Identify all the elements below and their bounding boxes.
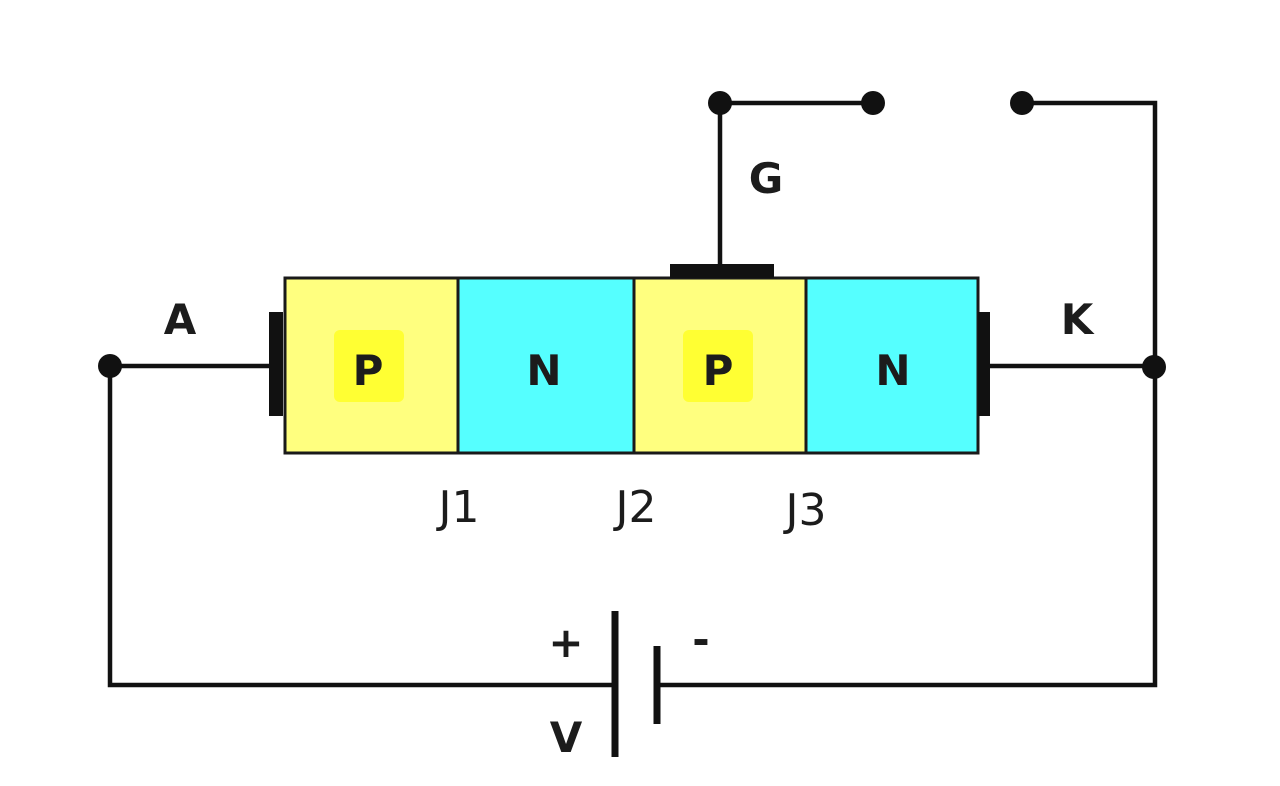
region-label-p1: P bbox=[353, 346, 384, 395]
cathode-contact bbox=[978, 312, 990, 416]
thyristor-bar: P N P N bbox=[283, 276, 980, 455]
switch-right-contact bbox=[1010, 91, 1034, 115]
region-label-p2: P bbox=[703, 346, 734, 395]
anode-node bbox=[98, 354, 122, 378]
battery-minus-label: - bbox=[692, 615, 709, 664]
gate-wire bbox=[717, 100, 876, 271]
gate-top-node bbox=[708, 91, 732, 115]
cathode-node bbox=[1142, 355, 1166, 379]
junction-label-j1: J1 bbox=[436, 482, 480, 533]
left-return-wire bbox=[107, 363, 615, 688]
junction-label-j3: J3 bbox=[783, 485, 827, 536]
right-return-wire bbox=[655, 363, 1158, 688]
gate-label: G bbox=[749, 154, 783, 203]
anode-contact bbox=[269, 312, 283, 416]
junction-label-j2: J2 bbox=[613, 482, 657, 533]
battery-plus-label: + bbox=[548, 618, 583, 667]
battery-voltage-label: V bbox=[550, 713, 583, 762]
region-n1 bbox=[456, 276, 636, 455]
anode-label: A bbox=[164, 295, 197, 344]
cathode-upper-wire bbox=[1019, 100, 1158, 369]
gate-contact bbox=[670, 264, 774, 278]
region-label-n2: N bbox=[875, 346, 910, 395]
region-label-n1: N bbox=[526, 346, 561, 395]
cathode-label: K bbox=[1061, 295, 1095, 344]
switch-left-contact bbox=[861, 91, 885, 115]
p2-highlight bbox=[683, 330, 753, 402]
p1-highlight bbox=[334, 330, 404, 402]
